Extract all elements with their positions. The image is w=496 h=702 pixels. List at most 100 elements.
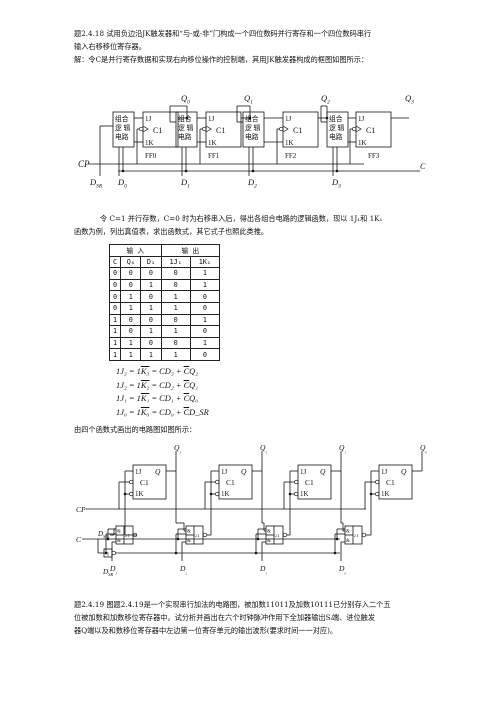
gate-or-label: ≥1	[125, 533, 130, 538]
table-cell: 1	[160, 325, 191, 338]
table-cell: 0	[108, 301, 122, 315]
gate-bubble	[361, 532, 367, 538]
c-label: C	[76, 535, 82, 544]
problem2-line3: 器Q端以及和数移位寄存器中左边第一位寄存单元的输出波形(要求时间一一对应)。	[74, 626, 338, 635]
table-cell: 1	[120, 290, 142, 303]
problem2-line2: 位被加数和加数移位寄存器中。试分析并画出在六个时钟脉冲作用下全加器输出Sᵢ端、进…	[74, 613, 376, 622]
c1-label: C1	[386, 478, 395, 487]
gate-and-label: &	[117, 530, 121, 535]
clock-bubble	[279, 126, 284, 132]
d-input-label: D₃	[109, 564, 117, 575]
q-label: Q	[241, 467, 247, 476]
description-line1: 令 C=1 并行存数，C=0 时为右移串入后，得出各组合电路的逻辑函数，现以 1…	[100, 214, 383, 223]
problem-title-cont: 输入右移移位寄存器。	[74, 42, 146, 51]
dsr-label: DSR	[97, 530, 108, 539]
junction-dot	[185, 116, 189, 120]
table-cell: 1	[160, 348, 191, 361]
table-cell: 1	[108, 348, 122, 361]
equation-part: K₂	[140, 380, 150, 390]
equation-part: 1J₂ = 1	[116, 380, 141, 390]
equation-part: = CD₂ +	[149, 380, 184, 390]
d-input-label: D₀	[338, 564, 346, 575]
c1-label: C1	[153, 126, 162, 135]
k-bubble	[294, 491, 299, 497]
equation: 1J₁ = 1K₁ = CD₁ + CQ₀	[116, 394, 198, 404]
j-label: 1J	[208, 115, 215, 123]
table-cell: 0	[140, 313, 162, 327]
equation-part: 1J₁ = 1	[116, 394, 141, 403]
junction-dot	[104, 551, 108, 555]
logic-block-label: 组合	[329, 114, 343, 123]
equation-part: = CD₃ +	[149, 367, 184, 376]
k-label: 1K	[358, 139, 367, 147]
data-input-label: D3	[331, 177, 341, 190]
c1-label: C1	[140, 478, 149, 487]
table-cell: 0	[160, 278, 191, 292]
equation-part: Q₀	[189, 394, 199, 403]
group-header-output: 输 出	[160, 244, 221, 257]
logic-block-label: 逻 辑	[178, 123, 193, 132]
k-label: 1K	[135, 490, 144, 498]
clock-triangle	[355, 125, 362, 133]
k-label: 1K	[285, 139, 294, 147]
equation-part: C	[183, 394, 190, 403]
gate-and-label: &	[267, 539, 271, 544]
gate-and-label: &	[346, 539, 350, 544]
inverter-label: 1	[107, 552, 110, 558]
q-label: Q	[320, 467, 326, 476]
table-cell: 0	[160, 313, 191, 327]
clock-bubble	[129, 479, 134, 485]
equation-part: = CD₁ +	[149, 394, 184, 403]
logic-block-label: 电路	[115, 132, 129, 141]
table-cell: 0	[140, 336, 162, 350]
table-cell: 0	[120, 325, 142, 338]
ff-label: FF3	[368, 152, 380, 160]
truth-table-column-row: C Q₀ D₁ 1J₁ 1K₁	[108, 255, 221, 269]
gate-and-label: &	[187, 539, 191, 544]
logic-block-label: 电路	[329, 132, 343, 141]
junction-dot	[123, 492, 127, 496]
solution-intro: 解：令C是并行寄存数据和实现右向移位操作的控制端，其用JK触发器构成的框图如图所…	[74, 55, 369, 64]
clock-bubble	[139, 126, 144, 132]
k-label: 1K	[145, 139, 154, 147]
j-label: 1J	[300, 468, 307, 476]
gate-or-label: ≥1	[195, 533, 200, 538]
j-label: 1J	[145, 115, 152, 123]
j-label: 1J	[358, 115, 365, 123]
k-bubble	[215, 491, 220, 497]
table-cell: 1	[160, 290, 191, 303]
dsr-bottom-label: DSR	[102, 568, 113, 577]
logic-block-label: 逻 辑	[329, 123, 344, 132]
q-output-label: Q₂	[260, 443, 267, 454]
table-cell: 0	[108, 267, 122, 280]
column-header: 1K₁	[189, 255, 221, 269]
q-output-label: Q3	[405, 93, 414, 106]
table-cell: 0	[140, 267, 162, 280]
table-cell: 1	[108, 325, 122, 338]
logic-block-label: 组合	[178, 114, 192, 123]
circuit-caption: 由四个函数式画出的电路图如图所示：	[74, 425, 197, 434]
clock-bubble	[294, 479, 299, 485]
inverter-bubble	[111, 550, 116, 556]
table-cell: 1	[189, 267, 221, 280]
j-label: 1J	[135, 468, 142, 476]
data-input-label: DSR	[89, 177, 103, 190]
equation-part: C	[183, 407, 190, 417]
table-cell: 1	[140, 301, 162, 315]
k-bubble	[129, 491, 134, 497]
ff-label: FF2	[285, 152, 297, 160]
gate-and-label: &	[267, 530, 271, 535]
equation-part: K₀	[140, 407, 150, 417]
junction-dot	[209, 492, 213, 496]
equation-part: Q₂	[189, 367, 199, 376]
